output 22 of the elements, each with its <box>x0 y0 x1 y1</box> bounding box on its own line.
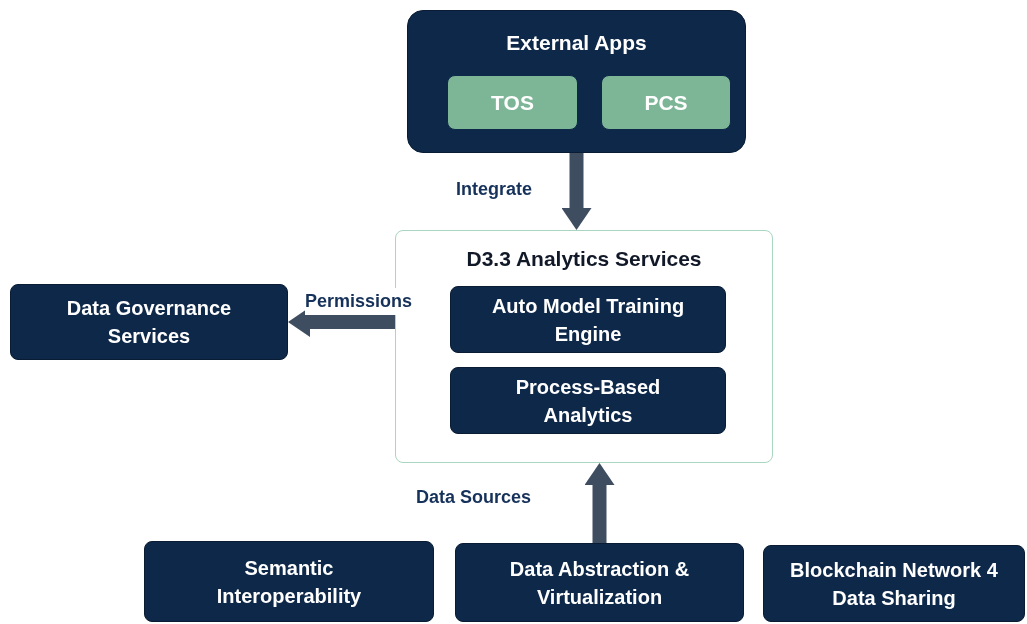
group-heading: External Apps <box>505 30 648 56</box>
box-label: Blockchain Network 4 Data Sharing <box>789 557 999 611</box>
process-box <box>447 75 578 130</box>
process-box <box>144 541 434 622</box>
process-box <box>450 367 726 434</box>
process-box <box>763 545 1025 622</box>
process-box <box>601 75 731 130</box>
box-label: Auto Model Training Engine <box>490 293 686 347</box>
arrow <box>584 463 615 543</box>
box-label: Data Governance Services <box>65 296 233 349</box>
box-label: PCS <box>644 89 688 116</box>
box-label: Process-Based Analytics <box>514 374 662 428</box>
edge-label: Permissions <box>305 288 413 315</box>
box-label: TOS <box>491 89 534 116</box>
group-box <box>407 10 746 153</box>
box-label: Semantic Interoperability <box>215 555 363 609</box>
process-box <box>455 543 744 622</box>
process-box <box>450 286 726 353</box>
arrow <box>561 153 592 230</box>
group-heading: D3.3 Analytics Services <box>465 246 703 272</box>
process-box <box>10 284 288 360</box>
box-label: Data Abstraction & Virtualization <box>508 556 691 610</box>
